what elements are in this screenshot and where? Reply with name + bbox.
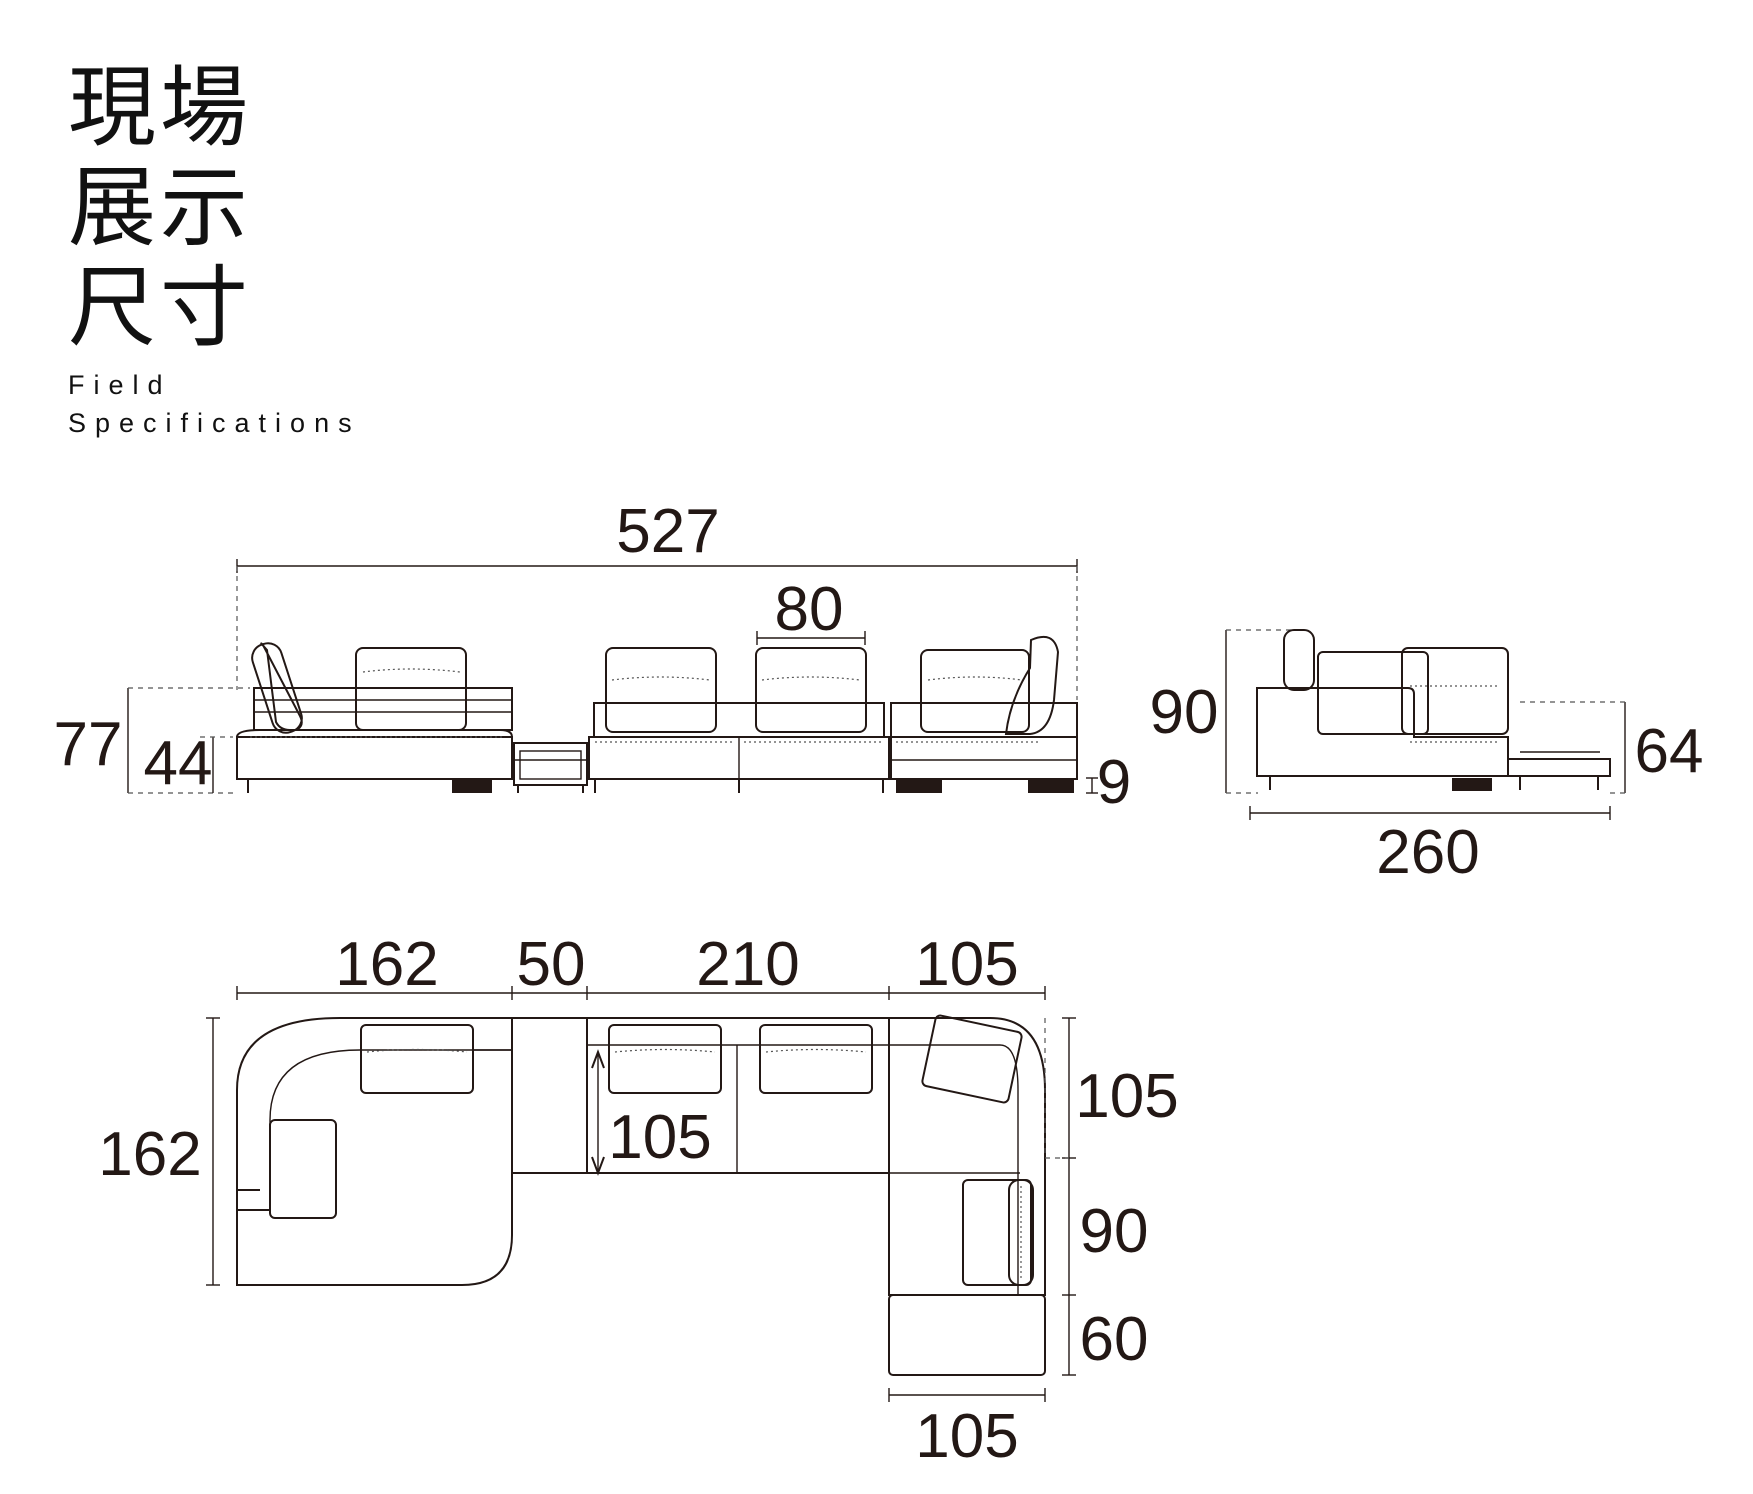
front-cushion-width-label: 80 xyxy=(775,575,844,644)
side-height-label: 90 xyxy=(1150,678,1219,747)
plan-right-top-label: 105 xyxy=(1075,1062,1178,1131)
title-line-2: 展示 xyxy=(68,156,253,259)
plan-segment-2-label: 50 xyxy=(517,930,586,999)
front-total-height-label: 77 xyxy=(54,710,123,779)
plan-segment-1-label: 162 xyxy=(335,930,438,999)
plan-left-depth-label: 162 xyxy=(98,1120,201,1189)
side-view: 90 64 260 xyxy=(1150,629,1704,887)
plan-bottom-width-label: 105 xyxy=(915,1402,1018,1471)
plan-right-bottom-label: 60 xyxy=(1080,1305,1149,1374)
subtitle: Field Specifications xyxy=(68,366,361,442)
front-leg-height-label: 9 xyxy=(1097,748,1131,817)
side-platform-height-label: 64 xyxy=(1635,717,1704,786)
plan-seat-depth-label: 105 xyxy=(608,1103,711,1172)
subtitle-line-1: Field xyxy=(68,370,172,400)
plan-segment-4-label: 105 xyxy=(915,930,1018,999)
front-overall-width-label: 527 xyxy=(616,497,719,566)
front-seat-height-label: 44 xyxy=(144,729,213,798)
plan-segment-3-label: 210 xyxy=(696,930,799,999)
plan-view: 162 50 210 105 162 105 xyxy=(98,930,1178,1471)
front-view: 527 80 77 44 9 xyxy=(54,497,1132,817)
title-line-3: 尺寸 xyxy=(68,256,253,359)
title-block: 現場 展示 尺寸 Field Specifications xyxy=(68,58,361,442)
subtitle-line-2: Specifications xyxy=(68,408,361,438)
title-line-1: 現場 xyxy=(68,56,253,159)
side-depth-label: 260 xyxy=(1376,818,1479,887)
plan-right-mid-label: 90 xyxy=(1080,1197,1149,1266)
